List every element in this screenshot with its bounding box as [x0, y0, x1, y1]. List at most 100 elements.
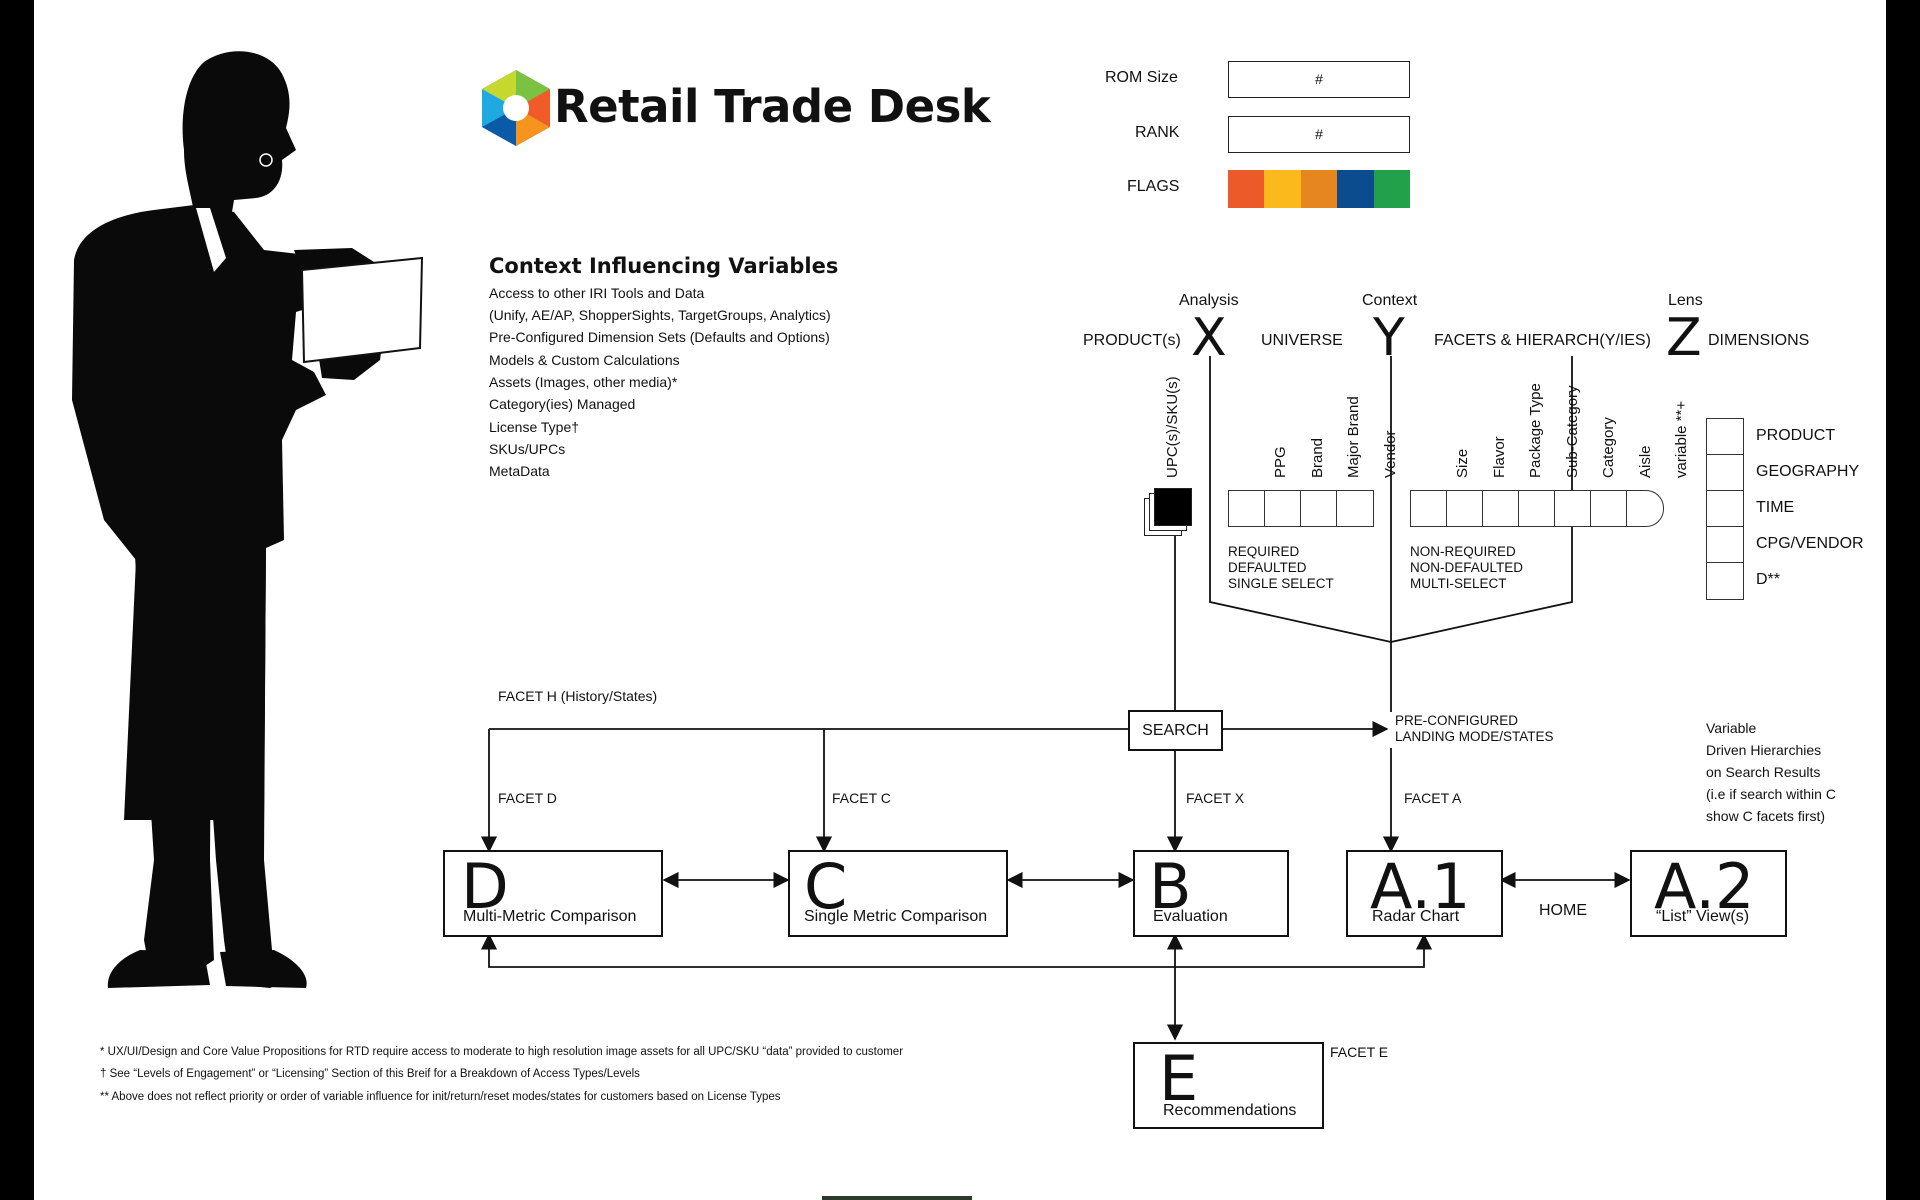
facet-package-type-label: Package Type [1527, 383, 1544, 478]
rank-field[interactable]: # [1228, 116, 1410, 153]
rom-size-label: ROM Size [1105, 69, 1178, 86]
nonrequired-note: NON-DEFAULTED [1410, 560, 1524, 575]
axis-z-letter: Z [1666, 308, 1702, 368]
axis-x-letter: X [1191, 308, 1227, 368]
facet-checkbox[interactable] [1554, 490, 1592, 527]
facet-e-label: FACET E [1330, 1044, 1389, 1060]
page-title: Retail Trade Desk [554, 80, 991, 133]
variable-note: Driven Hierarchies [1706, 742, 1822, 758]
facet-major-brand-label: Major Brand [1345, 396, 1362, 478]
dimension-checkbox[interactable] [1706, 526, 1744, 564]
view-box-c[interactable]: C Single Metric Comparison [788, 850, 1008, 937]
axis-x-right: UNIVERSE [1261, 332, 1343, 349]
nonrequired-note: MULTI-SELECT [1410, 576, 1507, 591]
view-a2-letter: A.2 [1654, 850, 1755, 923]
axis-z-right: DIMENSIONS [1708, 332, 1810, 349]
view-box-a1[interactable]: A.1 Radar Chart [1346, 850, 1503, 937]
flag-swatch-0[interactable] [1228, 170, 1265, 208]
facet-checkbox[interactable] [1446, 490, 1484, 527]
home-label: HOME [1539, 902, 1587, 919]
flags-swatches[interactable] [1228, 170, 1411, 208]
variable-note: Variable [1706, 720, 1757, 736]
context-line: SKUs/UPCs [489, 441, 566, 457]
facet-vendor-label: Vendor [1382, 430, 1399, 478]
variable-note: (i.e if search within C [1706, 786, 1836, 802]
flag-swatch-4[interactable] [1373, 170, 1411, 208]
view-d-letter: D [461, 850, 509, 923]
footnote: * UX/UI/Design and Core Value Propositio… [100, 1046, 904, 1058]
upc-stack-front[interactable] [1154, 488, 1192, 526]
view-b-letter: B [1149, 850, 1192, 923]
footnote: ** Above does not reflect priority or or… [100, 1091, 781, 1103]
view-box-d[interactable]: D Multi-Metric Comparison [443, 850, 663, 937]
dimension-geography: GEOGRAPHY [1756, 463, 1860, 480]
required-note: DEFAULTED [1228, 560, 1307, 575]
footnote: † See “Levels of Engagement” or “Licensi… [100, 1068, 640, 1080]
diagram-canvas: Retail Trade Desk ROM Size # RANK # FLAG… [34, 0, 1886, 1200]
axis-z-top: Lens [1668, 292, 1703, 309]
facet-d-label: FACET D [498, 790, 557, 806]
facet-checkbox-variable[interactable] [1626, 490, 1664, 527]
flag-swatch-2[interactable] [1300, 170, 1338, 208]
facet-checkbox[interactable] [1518, 490, 1556, 527]
facet-brand-label: Brand [1309, 437, 1326, 478]
facet-checkbox[interactable] [1410, 490, 1448, 527]
rank-label: RANK [1135, 124, 1180, 141]
view-b-label: Evaluation [1153, 908, 1228, 925]
search-button[interactable]: SEARCH [1128, 710, 1223, 751]
facet-category-label: Category [1600, 417, 1617, 478]
preconfigured-label: PRE-CONFIGURED [1395, 713, 1519, 728]
facet-checkbox[interactable] [1590, 490, 1628, 527]
facet-c-label: FACET C [832, 790, 891, 806]
axis-y-right: FACETS & HIERARCH(Y/IES) [1434, 332, 1651, 349]
facet-checkbox[interactable] [1482, 490, 1520, 527]
rom-size-field[interactable]: # [1228, 61, 1410, 98]
preconfigured-label: LANDING MODE/STATES [1395, 729, 1554, 744]
facet-checkbox[interactable] [1336, 490, 1374, 527]
view-c-letter: C [804, 850, 848, 923]
dimension-checkbox[interactable] [1706, 490, 1744, 528]
flag-swatch-1[interactable] [1264, 170, 1301, 208]
axis-x-left: PRODUCT(s) [1083, 332, 1181, 349]
dimension-cpg-vendor: CPG/VENDOR [1756, 535, 1864, 552]
context-title: Context Influencing Variables [489, 254, 839, 278]
facet-h-label: FACET H (History/States) [498, 688, 658, 704]
view-box-b[interactable]: B Evaluation [1133, 850, 1289, 937]
context-line: License Type† [489, 419, 580, 435]
required-note: SINGLE SELECT [1228, 576, 1334, 591]
upc-sku-label: UPC(s)/SKU(s) [1164, 376, 1181, 478]
flag-swatch-3[interactable] [1337, 170, 1374, 208]
dimension-checkbox[interactable] [1706, 418, 1744, 456]
view-a2-label: “List” View(s) [1656, 908, 1750, 925]
context-line: (Unify, AE/AP, ShopperSights, TargetGrou… [489, 307, 831, 323]
dimension-time: TIME [1756, 499, 1795, 516]
facet-checkbox[interactable] [1228, 490, 1266, 527]
facet-flavor-label: Flavor [1491, 436, 1508, 478]
facet-aisle-label: Aisle [1637, 445, 1654, 478]
nonrequired-note: NON-REQUIRED [1410, 544, 1516, 559]
dimension-checkbox[interactable] [1706, 454, 1744, 492]
dimension-d: D** [1756, 571, 1781, 588]
facet-sub-category-label: Sub-Category [1564, 385, 1581, 478]
view-d-label: Multi-Metric Comparison [463, 908, 637, 925]
view-a1-label: Radar Chart [1372, 908, 1460, 925]
view-e-letter: E [1159, 1042, 1199, 1115]
facet-ppg-label: PPG [1272, 446, 1289, 478]
person-silhouette [72, 51, 424, 988]
brand-logo-icon [482, 70, 550, 146]
view-a1-letter: A.1 [1370, 850, 1471, 923]
view-box-e[interactable]: E Recommendations [1133, 1042, 1324, 1129]
context-line: Assets (Images, other media)* [489, 374, 678, 390]
facet-checkbox[interactable] [1300, 490, 1338, 527]
dimension-checkbox[interactable] [1706, 562, 1744, 600]
flags-label: FLAGS [1127, 178, 1180, 195]
axis-x-top: Analysis [1179, 292, 1239, 309]
context-line: Pre-Configured Dimension Sets (Defaults … [489, 329, 830, 345]
connector-lines [480, 356, 1631, 1041]
view-c-label: Single Metric Comparison [804, 908, 988, 925]
facet-variable-label: variable **+ [1673, 400, 1690, 478]
view-box-a2[interactable]: A.2 “List” View(s) [1630, 850, 1787, 937]
axis-y-letter: Y [1373, 308, 1405, 368]
context-line: Category(ies) Managed [489, 396, 636, 412]
facet-checkbox[interactable] [1264, 490, 1302, 527]
